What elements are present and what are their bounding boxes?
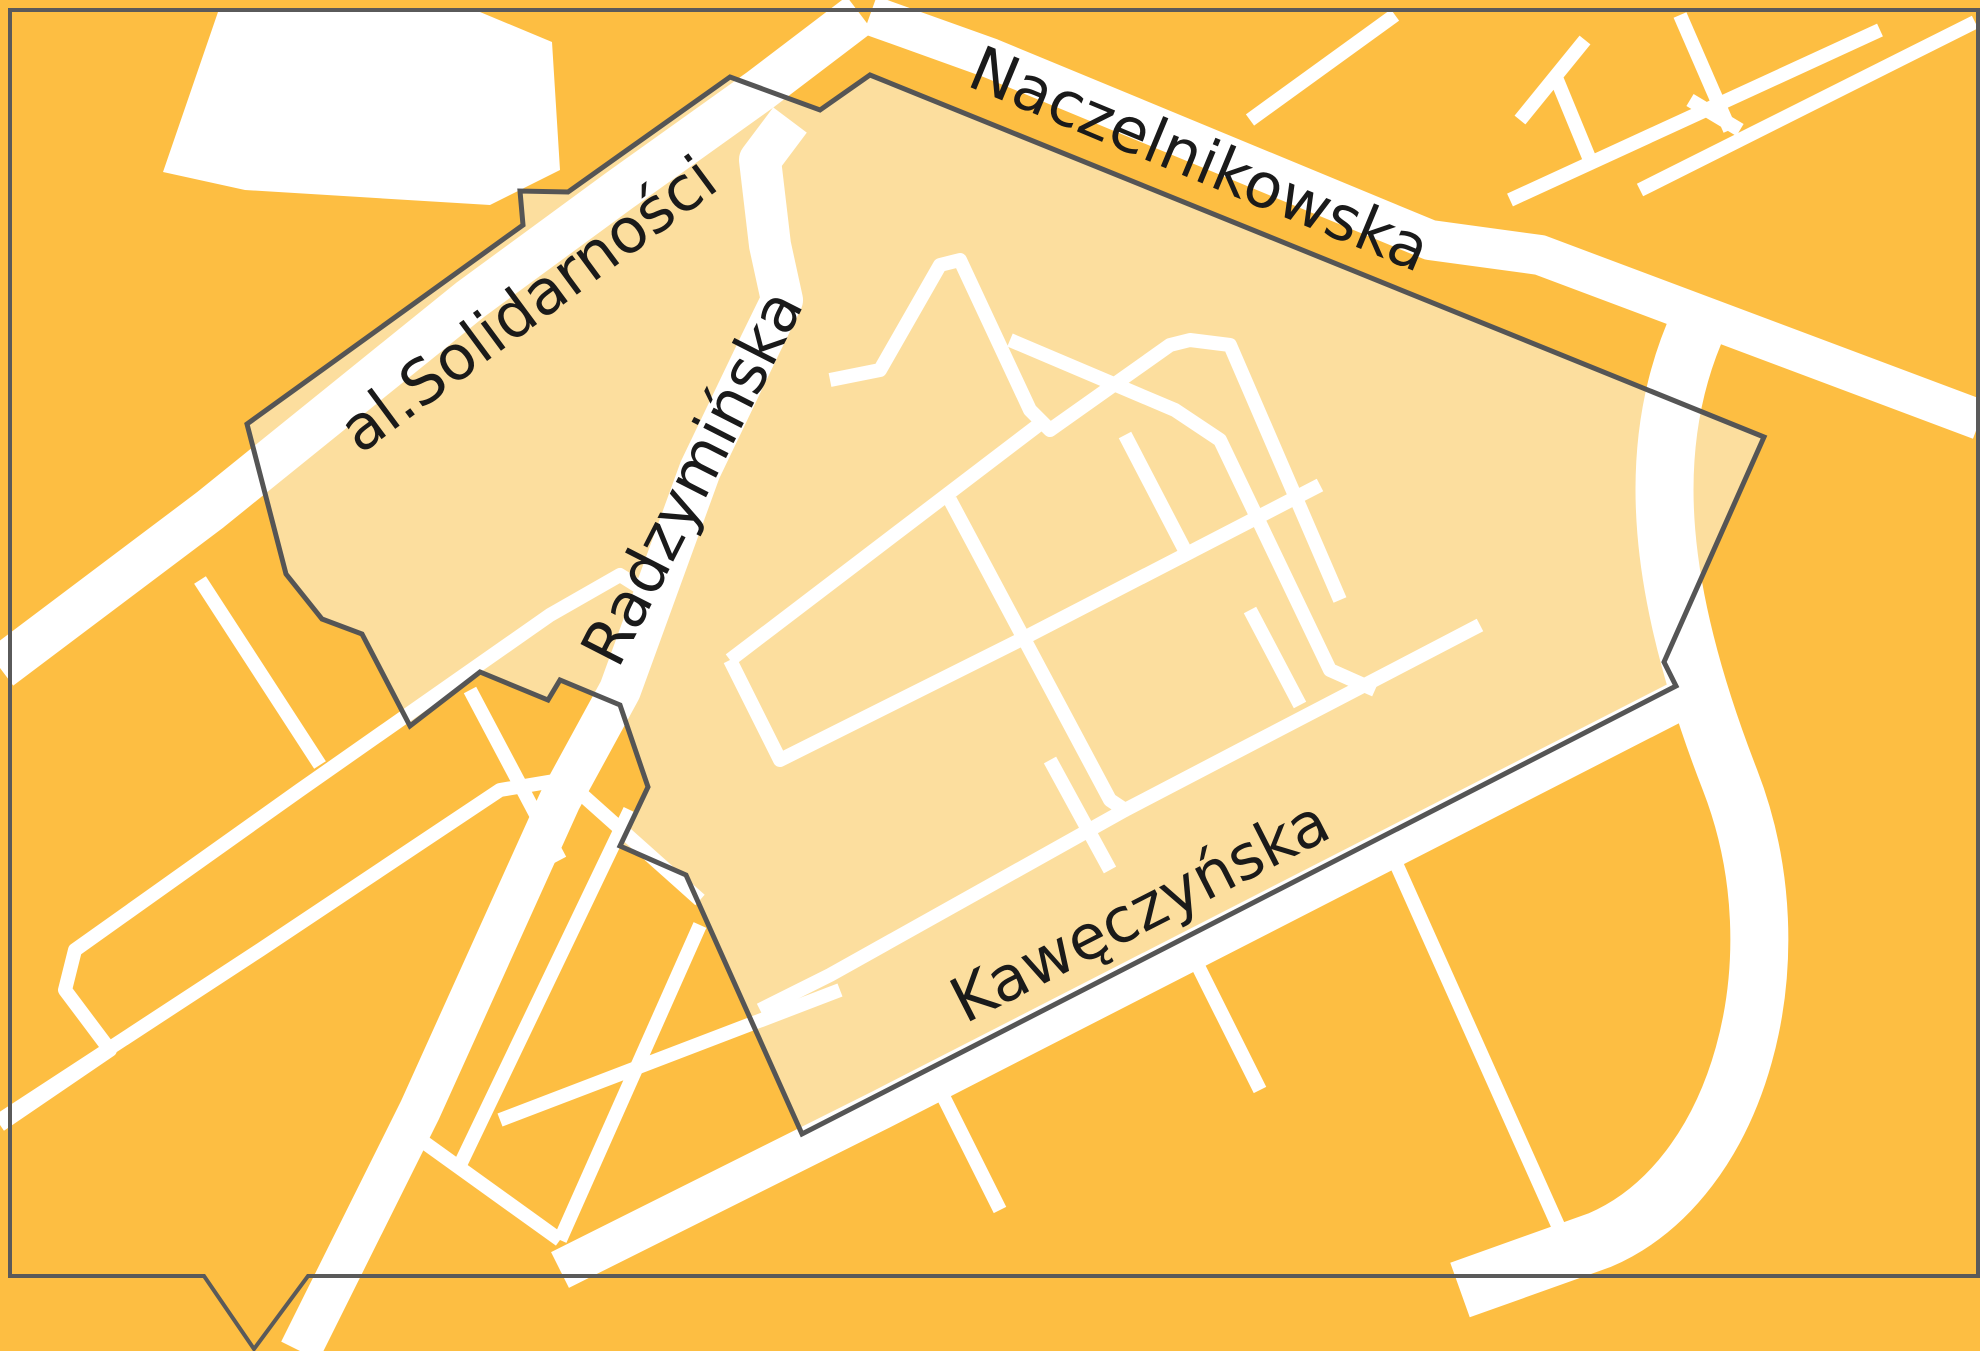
plaza-shapes xyxy=(163,12,560,205)
map-frame-callout xyxy=(8,8,1980,1351)
district-boundary xyxy=(244,72,1768,1138)
